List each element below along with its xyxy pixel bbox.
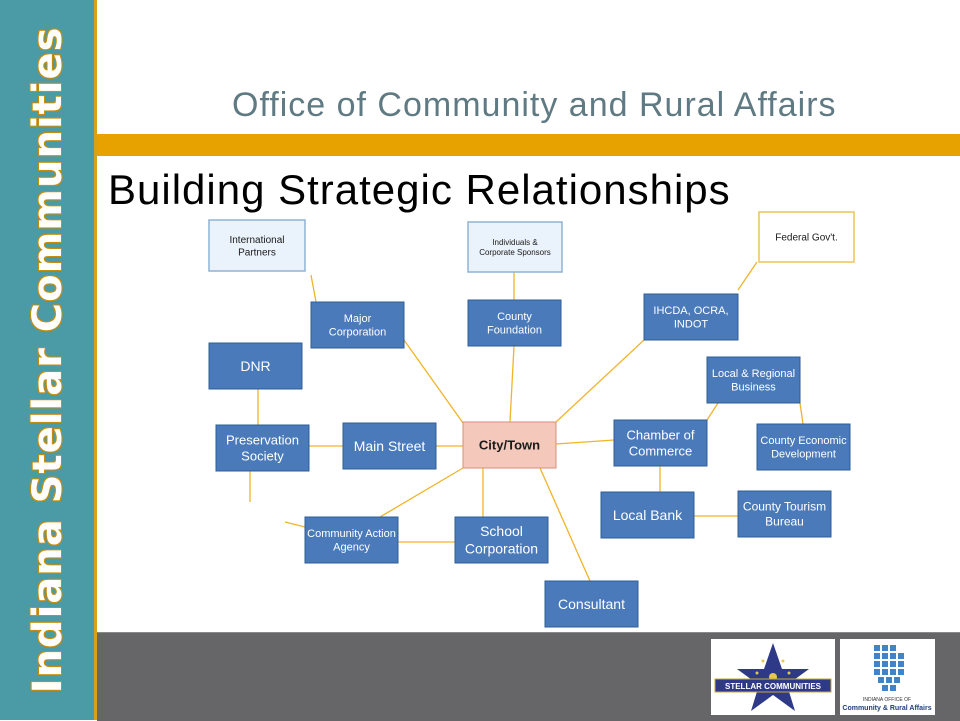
node-dnr: DNR xyxy=(208,342,303,390)
slide-title: Building Strategic Relationships xyxy=(108,166,731,213)
node-label: Individuals & xyxy=(492,238,538,247)
node-label: Chamber of xyxy=(627,427,695,442)
node-label: Preservation xyxy=(226,432,299,447)
node-chamber-of-commerce: Chamber of Commerce xyxy=(613,419,708,467)
node-label: Business xyxy=(731,382,776,394)
node-label: Corporate Sponsors xyxy=(479,248,551,257)
node-label: Bureau xyxy=(765,515,804,529)
node-label: Local & Regional xyxy=(712,368,795,380)
node-label: County Economic xyxy=(760,435,847,447)
node-ihcda-ocra-indot: IHCDA, OCRA, INDOT xyxy=(643,293,739,341)
connector-line xyxy=(539,467,591,582)
node-label: Main Street xyxy=(354,438,426,454)
node-label: IHCDA, OCRA, xyxy=(653,305,728,317)
connector-line xyxy=(737,261,758,291)
ocra-logo-line2: Community & Rural Affairs xyxy=(842,705,931,712)
connector-line xyxy=(555,339,645,423)
node-label: Development xyxy=(771,449,836,461)
node-label: Agency xyxy=(333,542,370,554)
node-local-bank: Local Bank xyxy=(600,491,695,539)
connector-line xyxy=(706,402,719,421)
node-label: Local Bank xyxy=(613,507,683,523)
node-label: Commerce xyxy=(629,444,693,459)
node-label: Society xyxy=(241,449,284,464)
node-federal-govt: Federal Gov't. xyxy=(758,211,855,263)
star-logo-icon: STELLAR COMMUNITIES xyxy=(714,643,832,711)
connector-line xyxy=(310,274,317,303)
node-label: INDOT xyxy=(674,319,709,331)
node-label: Major xyxy=(344,313,372,325)
ocra-logo: INDIANA OFFICE OF Community & Rural Affa… xyxy=(840,639,935,715)
node-label: Partners xyxy=(238,247,276,258)
connector-line xyxy=(509,345,515,423)
node-main-street: Main Street xyxy=(342,422,437,470)
stellar-logo-text: STELLAR COMMUNITIES xyxy=(725,682,822,691)
node-label: County xyxy=(497,311,532,323)
node-label: DNR xyxy=(240,358,270,374)
accent-bar xyxy=(97,134,960,156)
node-city-town: City/Town xyxy=(462,421,557,469)
node-label: County Tourism xyxy=(743,500,826,514)
stellar-communities-logo: STELLAR COMMUNITIES xyxy=(711,639,835,715)
node-label: International xyxy=(229,235,284,246)
node-label: Foundation xyxy=(487,325,542,337)
node-consultant: Consultant xyxy=(544,580,639,628)
header-title: Office of Community and Rural Affairs xyxy=(232,86,837,124)
connector-line xyxy=(379,467,464,518)
node-label: Consultant xyxy=(558,596,625,612)
node-label: Corporation xyxy=(329,327,386,339)
node-label: Community Action xyxy=(307,528,396,540)
node-label: Federal Gov't. xyxy=(775,233,838,244)
node-label: School xyxy=(480,523,523,539)
connector-line xyxy=(555,439,615,445)
connector-line xyxy=(403,339,464,424)
indiana-map-icon: INDIANA OFFICE OF Community & Rural Affa… xyxy=(842,645,932,712)
connector-line xyxy=(284,521,306,528)
connector-lines xyxy=(249,261,804,582)
connector-line xyxy=(799,402,804,425)
node-label: Corporation xyxy=(465,541,538,557)
ocra-logo-line1: INDIANA OFFICE OF xyxy=(863,697,911,703)
sidebar: Indiana Stellar Communities xyxy=(0,0,97,720)
node-individuals-corporate-sponsors: Individuals &Corporate Sponsors xyxy=(467,221,563,273)
node-label: City/Town xyxy=(479,438,540,453)
